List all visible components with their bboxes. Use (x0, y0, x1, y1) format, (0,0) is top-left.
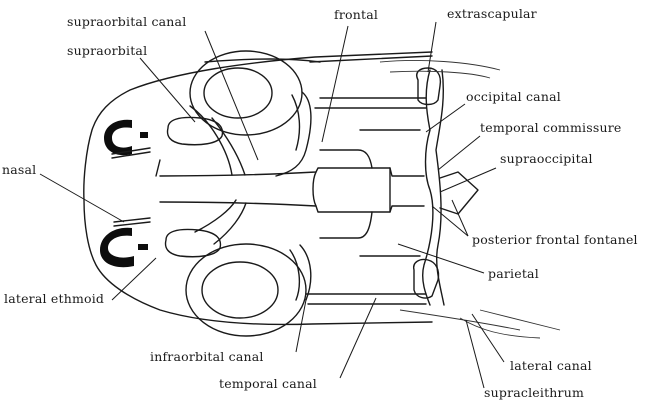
lower-orbit-region (166, 200, 426, 336)
label-supraoccipital: supraoccipital (500, 151, 593, 166)
nasal-region (100, 120, 150, 268)
label-occipital-canal: occipital canal (466, 89, 561, 104)
label-temporal-canal: temporal canal (219, 376, 317, 391)
labels: supraorbital canal frontal extrascapular… (2, 6, 638, 400)
upper-orbit-region (156, 51, 432, 176)
label-supraorbital: supraorbital (67, 43, 147, 58)
label-lateral-ethmoid: lateral ethmoid (4, 291, 104, 306)
label-extrascapular: extrascapular (447, 6, 537, 21)
leader-lines (40, 22, 504, 388)
label-nasal: nasal (2, 162, 36, 177)
label-supraorbital-canal: supraorbital canal (67, 14, 186, 29)
label-temporal-commissure: temporal commissure (480, 120, 621, 135)
label-posterior-frontal-fontanel: posterior frontal fontanel (472, 232, 638, 247)
label-lateral-canal: lateral canal (510, 358, 592, 373)
label-frontal: frontal (334, 7, 378, 22)
label-supracleithrum: supracleithrum (484, 385, 584, 400)
label-parietal: parietal (488, 266, 539, 281)
label-infraorbital-canal: infraorbital canal (150, 349, 264, 364)
